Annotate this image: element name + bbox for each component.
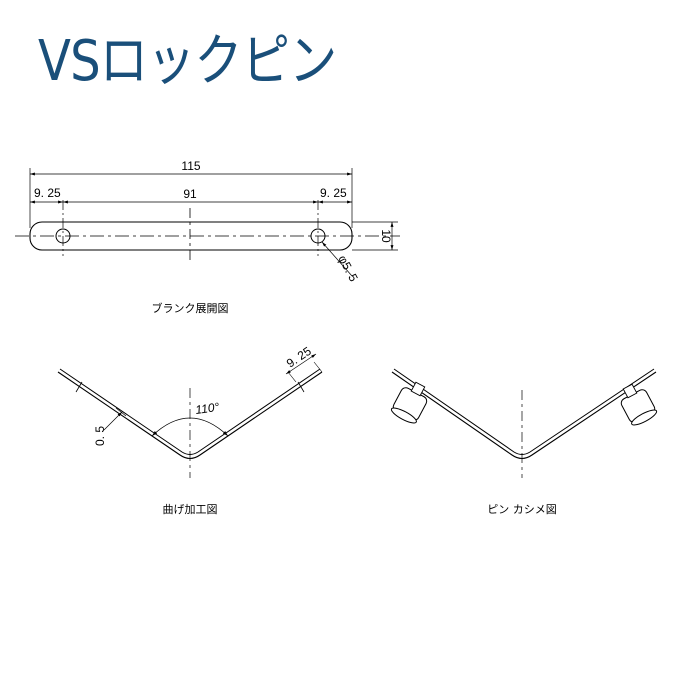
dim-flange-label: 9. 25 <box>284 344 314 371</box>
pin-inner-line <box>393 368 655 455</box>
right-pin <box>620 383 658 426</box>
left-pin <box>390 381 428 424</box>
dim-height-label: 10 <box>379 229 393 243</box>
bend-angle-label: 110° <box>194 400 220 417</box>
bend-caption: 曲げ加工図 <box>163 503 218 516</box>
dim-middle-label: 91 <box>183 187 197 201</box>
dim-thickness-label: 0. 5 <box>93 426 107 446</box>
dim-total-label: 115 <box>181 159 200 173</box>
blank-development-view <box>15 168 400 277</box>
pin-caption: ピン カシメ図 <box>487 503 557 516</box>
dim-right-label: 9. 25 <box>320 186 347 200</box>
dim-hole-label: φ5. 5 <box>335 253 361 284</box>
blank-strip <box>29 221 353 251</box>
bend-view <box>57 353 323 478</box>
blank-dimension-labels: 115 9. 25 91 9. 25 10 φ5. 5 ブランク展開図 <box>34 159 393 315</box>
pin-labels: ピン カシメ図 <box>487 503 557 516</box>
pin-crimp-view <box>390 368 658 478</box>
pin-outer-line <box>391 371 657 460</box>
angle-arc <box>151 417 229 437</box>
bend-dimension-labels: 9. 25 0. 5 110° 曲げ加工図 <box>93 344 314 516</box>
product-title: VSロックピン <box>38 29 337 94</box>
dim-left-label: 9. 25 <box>34 186 61 200</box>
blank-caption: ブランク展開図 <box>152 301 229 315</box>
